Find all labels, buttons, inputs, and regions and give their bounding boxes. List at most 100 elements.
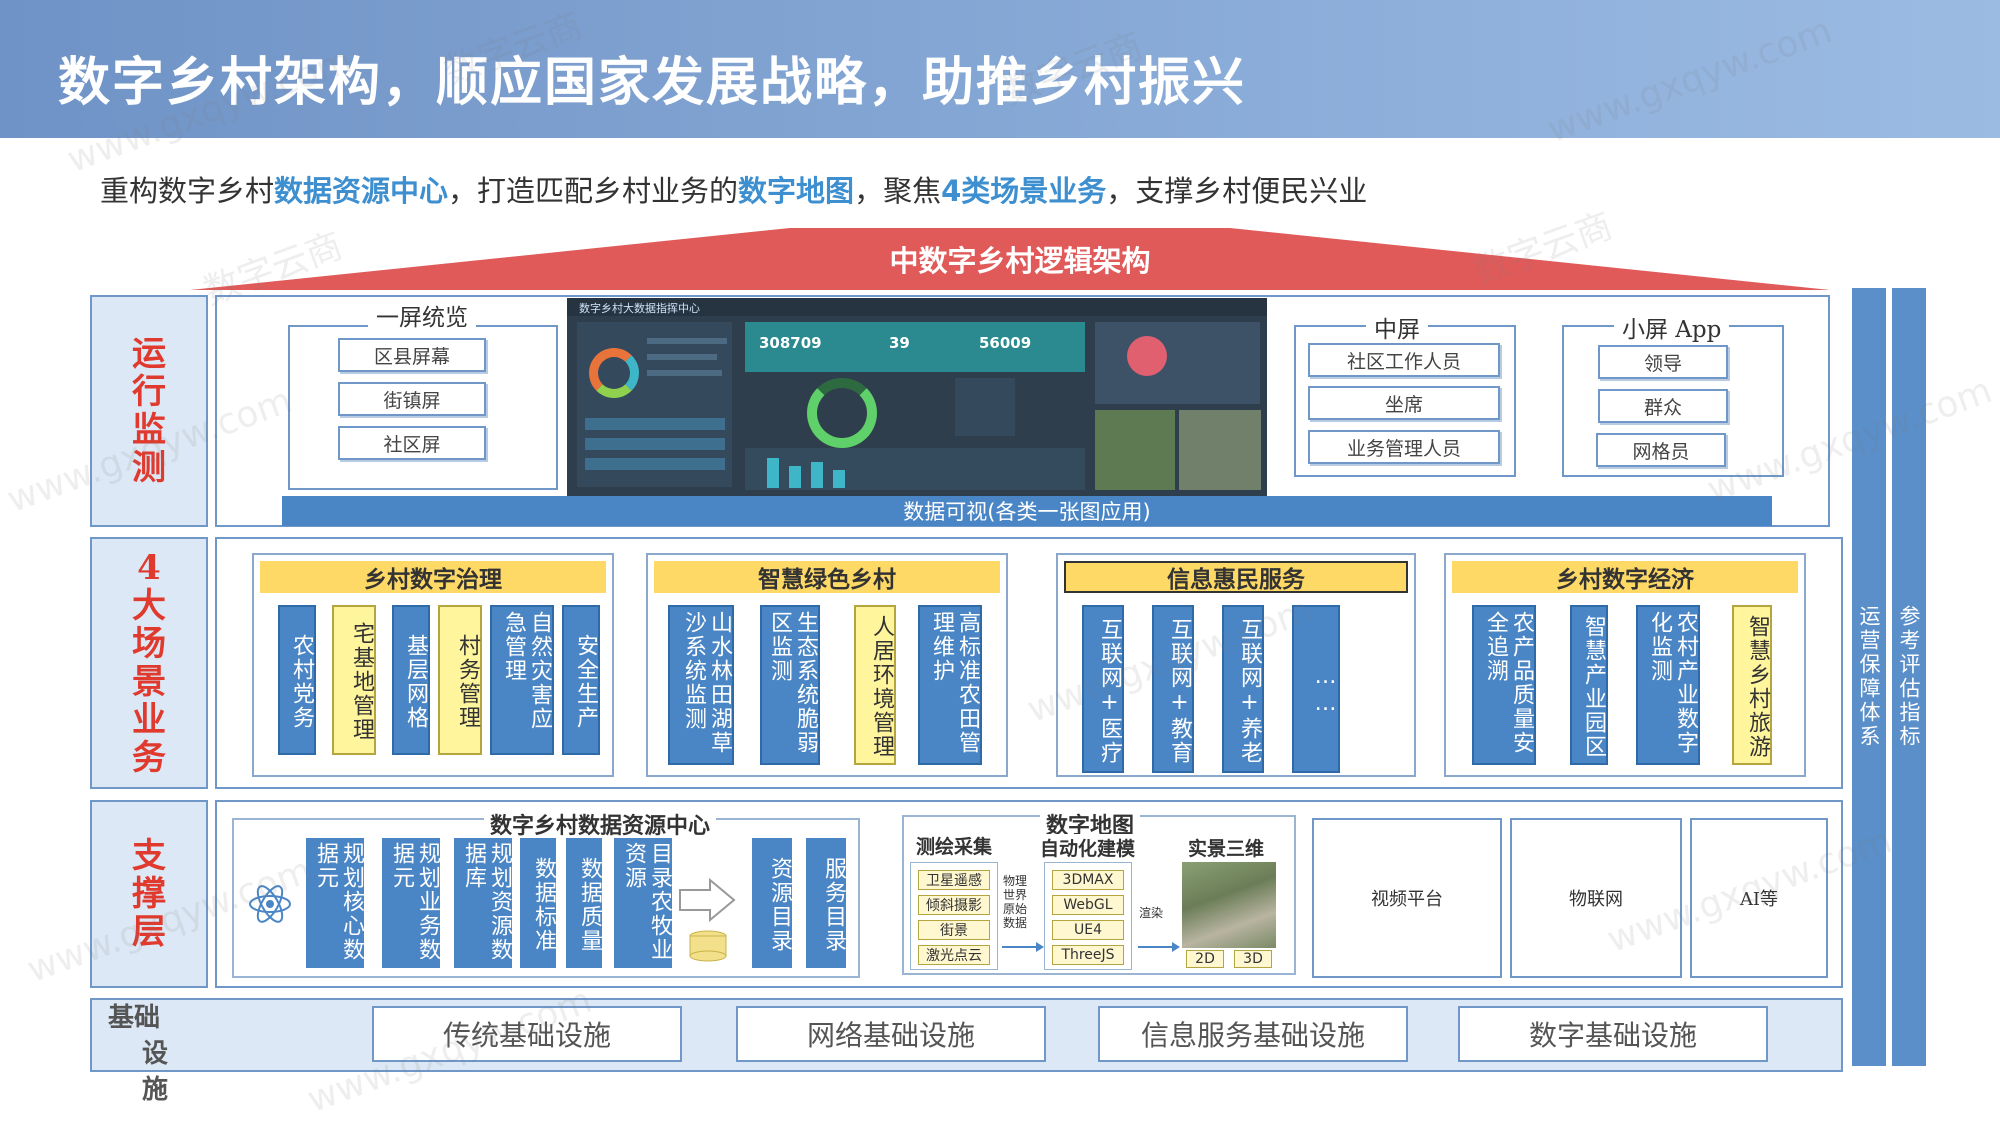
drc-item: 规划资源数据库: [454, 838, 512, 968]
label-char: 层: [132, 912, 166, 952]
model-item: 3DMAX: [1052, 870, 1124, 890]
scenario-item: 高标准农田管理维护: [918, 605, 982, 765]
label-char: 务: [132, 738, 166, 778]
scenario-item: 安全生产: [562, 605, 600, 755]
label-char: 大: [132, 586, 166, 626]
dashboard-header: 数字乡村大数据指挥中心: [579, 302, 700, 315]
layer-label-support: 支 撑 层: [90, 800, 208, 988]
infra-item: 数字基础设施: [1458, 1006, 1768, 1062]
survey-item: 倾斜摄影: [918, 895, 990, 915]
scenario-item: 农村党务: [278, 605, 316, 755]
model-item: WebGL: [1052, 895, 1124, 915]
real3d-title: 实景三维: [1188, 834, 1265, 861]
scenario-item: 生态系统脆弱区监测: [760, 605, 820, 765]
model-box: [1044, 862, 1132, 970]
label-char: 行: [132, 372, 166, 412]
drc-item: 规划核心数据元: [306, 838, 364, 968]
infra-label-line: 设施: [142, 1039, 169, 1105]
data-visual-bar: 数据可视(各类一张图应用): [282, 496, 1772, 526]
subtitle-highlight: 数据资源中心: [274, 174, 449, 208]
scenario-title: 乡村数字治理: [260, 561, 606, 593]
scenario-economy: 乡村数字经济 农产品质量安全追溯 智慧产业园区 农村产业数字化监测 智慧乡村旅游: [1444, 553, 1806, 777]
scenario-title: 乡村数字经济: [1452, 561, 1798, 593]
platform-iot: 物联网: [1510, 818, 1682, 978]
small-screen-item: 领导: [1598, 345, 1728, 379]
real3d-tag: 2D: [1186, 950, 1224, 968]
mid-screen-title: 中屏: [1366, 310, 1428, 344]
arrow-right-icon: [1002, 942, 1044, 952]
scenario-green: 智慧绿色乡村 山水林田湖草沙系统监测 生态系统脆弱区监测 人居环境管理 高标准农…: [646, 553, 1008, 777]
survey-item: 街景: [918, 920, 990, 940]
small-screen-item: 群众: [1598, 389, 1728, 423]
big-screen-item: 社区屏: [338, 426, 486, 460]
infra-item: 信息服务基础设施: [1098, 1006, 1408, 1062]
roof-title: 中数字乡村逻辑架构: [889, 244, 1151, 278]
label-char: 场: [132, 624, 166, 664]
model-item: UE4: [1052, 920, 1124, 940]
real3d-tag: 3D: [1234, 950, 1272, 968]
subtitle-part: ，支撑乡村便民兴业: [1106, 174, 1368, 208]
layer-label-scenario: 4 大 场 景 业 务: [90, 537, 208, 789]
mid-screen-item: 坐席: [1308, 386, 1500, 420]
platform-ai: AI等: [1690, 818, 1828, 978]
real3d-image: [1182, 862, 1276, 948]
survey-item: 卫星遥感: [918, 870, 990, 890]
subtitle-part: ，聚焦: [854, 174, 942, 208]
scenario-item: 山水林田湖草沙系统监测: [668, 605, 734, 765]
scenario-item: 互联网+医疗: [1082, 605, 1124, 773]
scenario-item-highlight: 人居环境管理: [854, 605, 896, 765]
mid-screen-item: 社区工作人员: [1308, 343, 1500, 377]
atom-icon: [249, 885, 291, 923]
survey-item: 激光点云: [918, 945, 990, 965]
big-screen-item: 区县屏幕: [338, 338, 486, 372]
scenario-item: 互联网+教育: [1152, 605, 1194, 773]
scenario-item: 农产品质量安全追溯: [1472, 605, 1536, 765]
big-screen-item: 街镇屏: [338, 382, 486, 416]
label-char: 业: [132, 700, 166, 740]
page-title: 数字乡村架构，顺应国家发展战略，助推乡村振兴: [58, 53, 1247, 113]
scenario-item: ……: [1292, 605, 1340, 773]
drc-item: 数据质量: [566, 838, 602, 968]
platform-video: 视频平台: [1312, 818, 1502, 978]
scenario-item: 农村产业数字化监测: [1636, 605, 1700, 765]
scenario-title: 智慧绿色乡村: [654, 561, 1000, 593]
label-char: 支: [132, 836, 166, 876]
subtitle-highlight: 4类场景业务: [941, 174, 1107, 208]
subtitle-highlight: 数字地图: [738, 174, 855, 208]
model-title: 自动化建模: [1040, 834, 1136, 861]
physical-world-label: 物理世界原始数据: [1002, 874, 1027, 930]
catalog-item: 资源目录: [752, 838, 792, 968]
header-band: [0, 0, 2000, 138]
page-subtitle: 重构数字乡村数据资源中心，打造匹配乡村业务的数字地图，聚焦4类场景业务，支撑乡村…: [100, 168, 1367, 210]
survey-box: [910, 862, 998, 970]
infra-label: 基础 设施: [98, 1000, 178, 1105]
roof-shape: [190, 228, 1830, 290]
small-screen-item: 网格员: [1596, 433, 1726, 467]
scenario-service: 信息惠民服务 互联网+医疗 互联网+教育 互联网+养老 ……: [1056, 553, 1416, 777]
scenario-title: 信息惠民服务: [1064, 561, 1408, 593]
model-item: ThreeJS: [1052, 945, 1124, 965]
label-char: 撑: [132, 874, 166, 914]
label-char: 4: [137, 548, 161, 588]
subtitle-part: 重构数字乡村: [100, 174, 275, 208]
scenario-item: 自然灾害应急管理: [490, 605, 554, 755]
dashboard-stat: 308709: [759, 334, 822, 352]
scenario-governance: 乡村数字治理 农村党务 宅基地管理 基层网格 村务管理 自然灾害应急管理 安全生…: [252, 553, 614, 777]
render-label: 渲染: [1138, 906, 1163, 920]
drc-item: 规划业务数据元: [382, 838, 440, 968]
side-ops-support: 运营保障体系: [1852, 288, 1886, 1066]
label-char: 运: [132, 334, 166, 374]
subtitle-part: ，打造匹配乡村业务的: [448, 174, 739, 208]
drc-item: 数据标准: [520, 838, 556, 968]
arrow-database-icon: [679, 878, 736, 962]
infra-label-line: 基础: [108, 1003, 161, 1033]
label-char: 监: [132, 410, 166, 450]
scenario-item-highlight: 智慧乡村旅游: [1732, 605, 1772, 765]
survey-title: 测绘采集: [916, 832, 993, 859]
label-char: 景: [132, 662, 166, 702]
label-char: 测: [132, 448, 166, 488]
infra-item: 网络基础设施: [736, 1006, 1046, 1062]
scenario-item-highlight: 村务管理: [438, 605, 482, 755]
drc-title: 数字乡村数据资源中心: [484, 808, 717, 840]
side-eval-index: 参考评估指标: [1892, 288, 1926, 1066]
